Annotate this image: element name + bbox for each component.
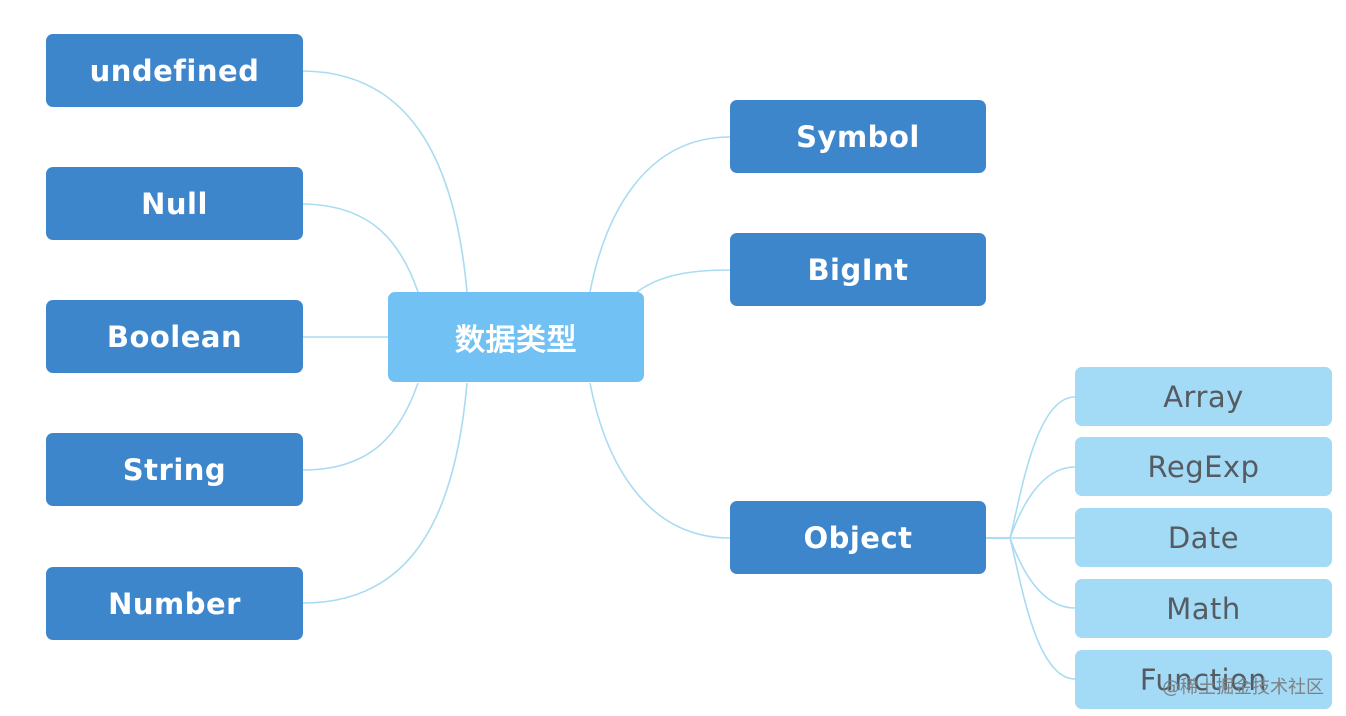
node-label: Date: [1167, 520, 1240, 555]
node-boolean: Boolean: [46, 300, 303, 373]
node-label: Object: [803, 520, 913, 555]
node-date: Date: [1075, 508, 1332, 567]
node-label: String: [122, 452, 227, 487]
connector-function: [986, 537, 1076, 680]
node-label: RegExp: [1147, 449, 1260, 484]
node-label: Number: [108, 586, 241, 621]
connector-math: [986, 537, 1076, 609]
connector-bigint: [636, 269, 731, 293]
node-null: Null: [46, 167, 303, 240]
node-function: Function: [1075, 650, 1332, 709]
node-label: Boolean: [106, 319, 243, 354]
node-number: Number: [46, 567, 303, 640]
connector-null: [302, 203, 419, 293]
connector-symbol: [589, 136, 731, 293]
connector-number: [302, 382, 468, 604]
node-array: Array: [1075, 367, 1332, 426]
connector-string: [302, 382, 419, 471]
node-label: Symbol: [796, 119, 920, 154]
node-math: Math: [1075, 579, 1332, 638]
watermark-text: @稀土掘金技术社区: [1162, 677, 1324, 698]
connector-object: [589, 382, 731, 539]
node-label: Function: [1139, 662, 1268, 697]
node-object: Object: [730, 501, 986, 574]
node-symbol: Symbol: [730, 100, 986, 173]
node-label: Math: [1166, 591, 1241, 626]
connector-undefined: [302, 70, 468, 293]
node-undefined: undefined: [46, 34, 303, 107]
connector-array: [986, 396, 1076, 539]
connector-regexp: [986, 466, 1076, 539]
node-label: Null: [141, 186, 208, 221]
root-node: 数据类型: [388, 292, 644, 382]
node-label: Array: [1163, 379, 1244, 414]
node-bigint: BigInt: [730, 233, 986, 306]
node-regexp: RegExp: [1075, 437, 1332, 496]
node-string: String: [46, 433, 303, 506]
node-label: undefined: [89, 53, 260, 88]
node-label: BigInt: [807, 252, 909, 287]
root-label: 数据类型: [455, 323, 577, 358]
